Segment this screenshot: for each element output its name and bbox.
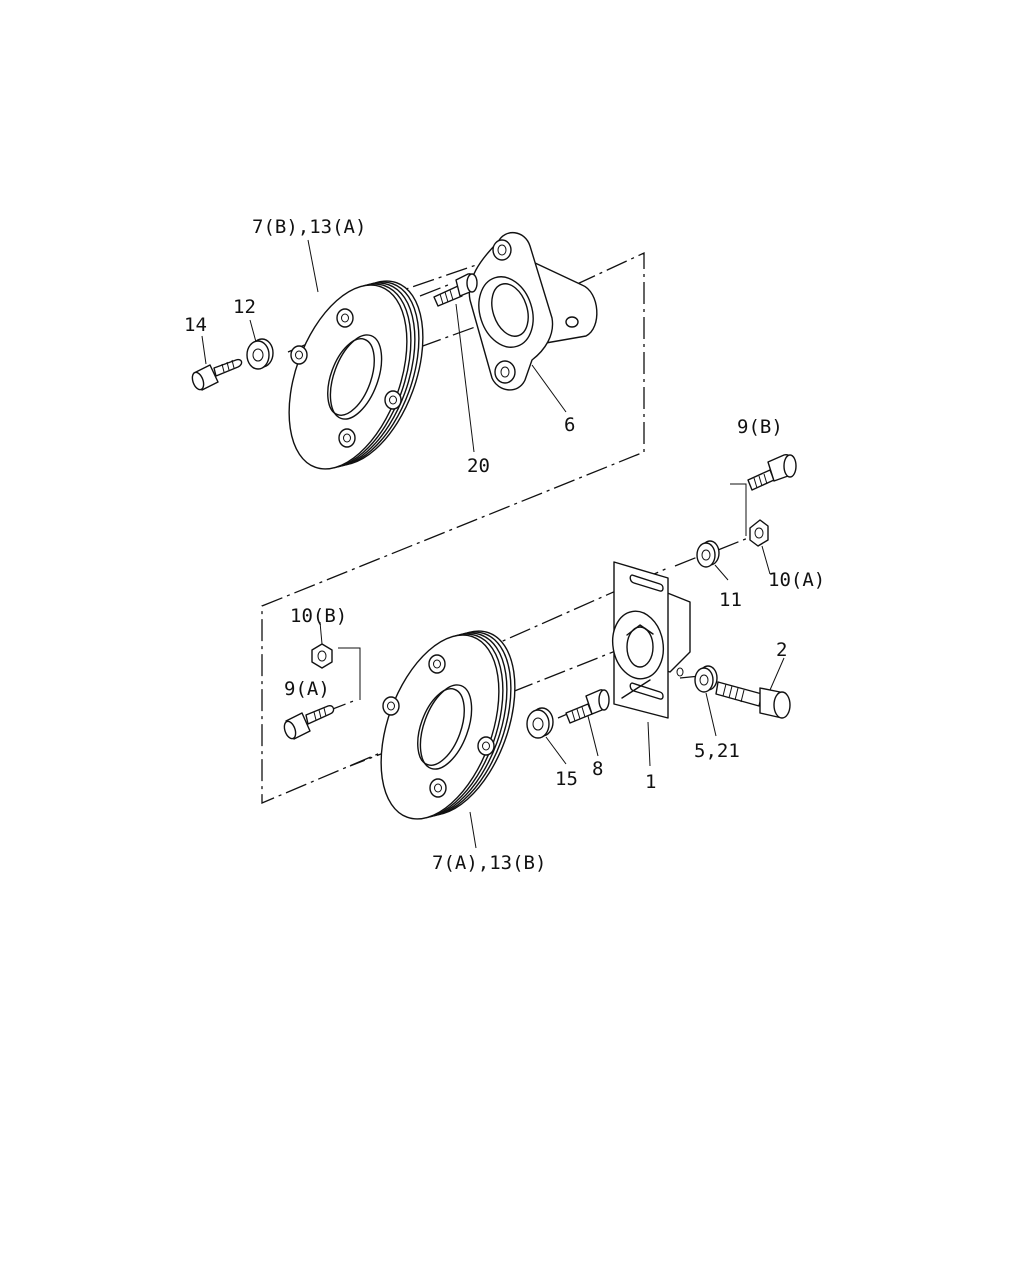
clamp-yoke — [611, 561, 691, 719]
washer-11 — [696, 540, 720, 568]
bolt-2 — [715, 681, 791, 719]
nut-10b — [311, 643, 333, 669]
callout-washer-11: 11 — [719, 589, 742, 611]
bolt-20 — [433, 273, 478, 307]
callout-bolt-9a: 9(A) — [284, 678, 330, 700]
callout-washer-15: 15 — [555, 768, 578, 790]
callout-bolt-8: 8 — [592, 758, 603, 780]
callout-bolt-14: 14 — [184, 314, 207, 336]
callout-washer-12: 12 — [233, 296, 256, 318]
callout-nut-10b: 10(B) — [290, 605, 347, 627]
callout-bolt-2: 2 — [776, 639, 787, 661]
callout-bolt-20: 20 — [467, 455, 490, 477]
upper-flex-disc — [288, 280, 424, 470]
lower-flex-disc — [380, 630, 516, 820]
flange-bracket — [468, 232, 598, 391]
callouts: 7(B),13(A) 14 12 6 20 9(B) 10(A) 11 10(B… — [184, 216, 825, 874]
washer-5-21 — [694, 665, 718, 693]
nut-10a — [749, 519, 769, 547]
callout-yoke-1: 1 — [645, 771, 656, 793]
callout-nut-10a: 10(A) — [768, 569, 825, 591]
callout-washer-5-21: 5,21 — [694, 740, 740, 762]
bolt-9a — [283, 704, 335, 740]
leader-lines — [201, 239, 785, 849]
bolt-9b — [747, 454, 797, 491]
washer-12 — [246, 338, 274, 370]
bolt-14 — [191, 358, 243, 391]
bolt-8 — [565, 689, 610, 724]
callout-bolt-9b: 9(B) — [737, 416, 783, 438]
callout-upper-disc: 7(B),13(A) — [252, 216, 366, 238]
callout-bracket-6: 6 — [564, 414, 575, 436]
washer-15 — [526, 707, 554, 739]
callout-lower-disc: 7(A),13(B) — [432, 852, 546, 874]
